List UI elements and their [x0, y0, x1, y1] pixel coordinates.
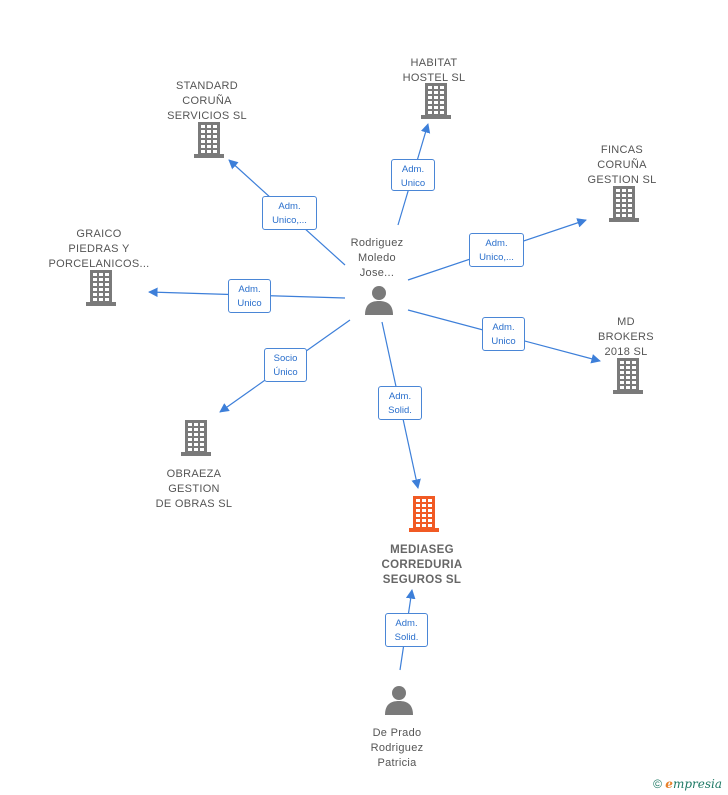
- building-icon: [194, 122, 224, 158]
- node-label-fincas[interactable]: FINCAS CORUÑA GESTION SL: [587, 144, 657, 186]
- person-node-deprado[interactable]: [384, 685, 414, 720]
- company-node-habitat[interactable]: [420, 83, 452, 124]
- role-badge-md[interactable]: Adm. Unico: [482, 317, 525, 351]
- person-node-rodriguez[interactable]: [364, 285, 394, 320]
- company-node-graico[interactable]: [85, 270, 117, 311]
- company-node-standard[interactable]: [193, 122, 225, 163]
- node-label-rodriguez[interactable]: Rodriguez Moledo Jose...: [350, 237, 404, 279]
- role-badge-obraeza[interactable]: Socio Único: [264, 348, 307, 382]
- node-label-habitat[interactable]: HABITAT HOSTEL SL: [402, 57, 466, 84]
- node-label-md[interactable]: MD BROKERS 2018 SL: [598, 316, 654, 358]
- copyright-symbol: ©: [653, 777, 662, 791]
- node-label-obraeza[interactable]: OBRAEZA GESTION DE OBRAS SL: [155, 468, 233, 510]
- node-label-mediaseg[interactable]: MEDIASEG CORREDURIA SEGUROS SL: [381, 544, 463, 586]
- node-label-deprado[interactable]: De Prado Rodriguez Patricia: [370, 727, 424, 769]
- building-icon: [609, 186, 639, 222]
- person-icon: [385, 686, 413, 715]
- role-badge-habitat[interactable]: Adm. Unico: [391, 159, 435, 191]
- brand-credit: © empresia: [653, 777, 722, 791]
- role-badge-standard[interactable]: Adm. Unico,...: [262, 196, 317, 230]
- role-badge-mediaseg[interactable]: Adm. Solid.: [378, 386, 422, 420]
- brand-logo-e: e: [665, 777, 673, 791]
- person-icon: [365, 286, 393, 315]
- role-badge-mediaseg[interactable]: Adm. Solid.: [385, 613, 428, 647]
- company-node-fincas[interactable]: [608, 186, 640, 227]
- building-icon: [421, 83, 451, 119]
- building-icon: [409, 496, 439, 532]
- company-node-mediaseg[interactable]: [408, 496, 440, 537]
- node-label-standard[interactable]: STANDARD CORUÑA SERVICIOS SL: [167, 80, 247, 122]
- company-node-md[interactable]: [612, 358, 644, 399]
- building-icon: [86, 270, 116, 306]
- building-icon: [613, 358, 643, 394]
- building-icon: [181, 420, 211, 456]
- company-node-obraeza[interactable]: [180, 420, 212, 461]
- role-badge-graico[interactable]: Adm. Unico: [228, 279, 271, 313]
- node-label-graico[interactable]: GRAICO PIEDRAS Y PORCELANICOS...: [48, 228, 150, 270]
- role-badge-fincas[interactable]: Adm. Unico,...: [469, 233, 524, 267]
- brand-name: mpresia: [672, 777, 722, 791]
